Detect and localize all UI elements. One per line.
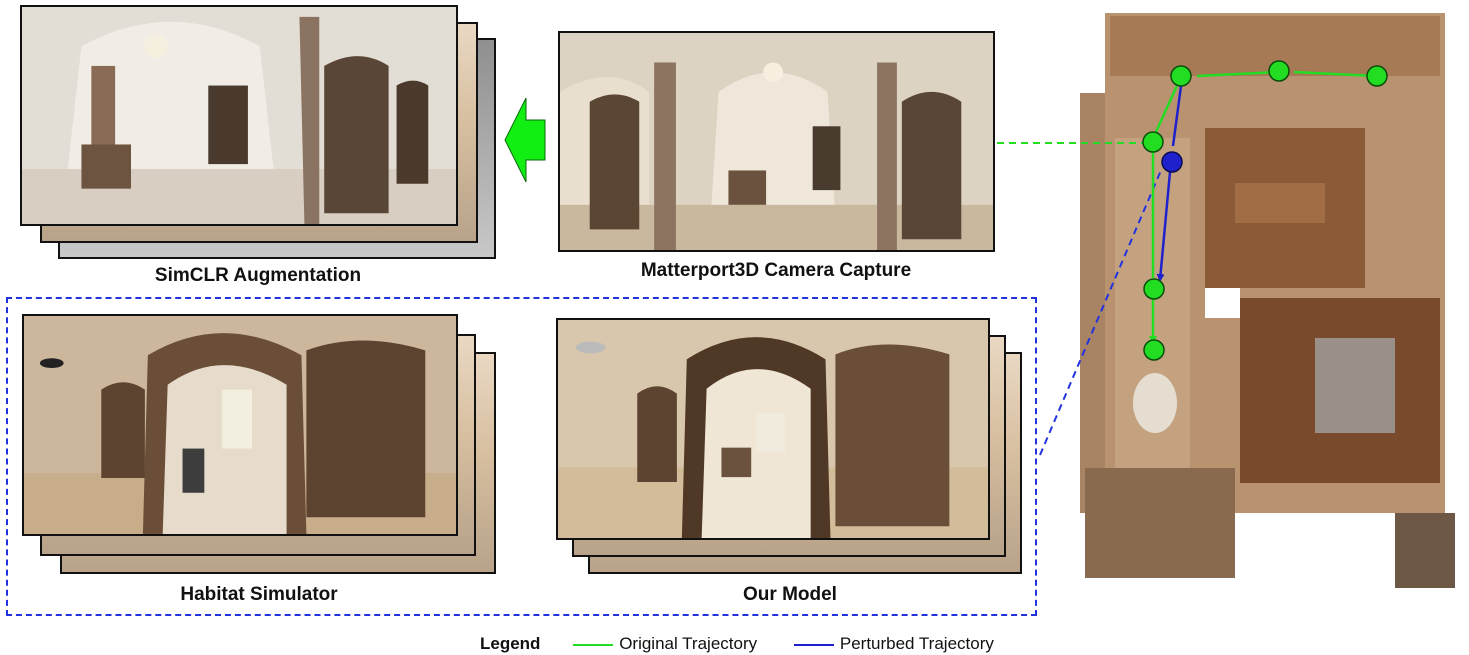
caption-simclr: SimCLR Augmentation: [154, 265, 362, 286]
caption-habitat: Habitat Simulator: [180, 584, 338, 605]
transform-arrow-icon: [504, 97, 546, 183]
caption-our-model: Our Model: [743, 584, 837, 605]
our-model-front-panorama: [556, 318, 990, 540]
matterport-panorama: [558, 31, 995, 252]
legend-original-line: [573, 643, 614, 646]
caption-matterport: Matterport3D Camera Capture: [640, 260, 912, 281]
legend: Legend Original Trajectory Perturbed Tra…: [480, 634, 994, 654]
legend-original-label: Original Trajectory: [619, 634, 758, 653]
floor-plan-map: [1080, 13, 1455, 588]
legend-perturbed-line: [793, 643, 834, 646]
simclr-front-panorama: [20, 5, 458, 226]
legend-title: Legend: [480, 634, 541, 653]
habitat-front-panorama: [22, 314, 458, 536]
legend-perturbed-label: Perturbed Trajectory: [839, 634, 994, 653]
generated-views-box: [6, 297, 1037, 616]
